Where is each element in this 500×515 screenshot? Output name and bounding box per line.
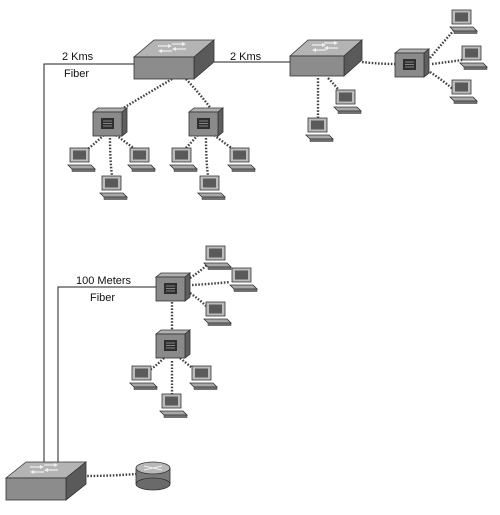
label-top-right-distance: 2 Kms <box>230 51 262 63</box>
label-mid-medium: Fiber <box>90 292 115 304</box>
copper-links <box>83 27 463 478</box>
fiber-link-mid <box>57 286 156 462</box>
label-top-left-distance: 2 Kms <box>62 51 94 63</box>
router-icon <box>135 461 171 491</box>
top-switch <box>132 39 216 80</box>
fiber-link-top <box>43 63 134 462</box>
right-switch <box>288 39 364 77</box>
bottom-switch <box>4 461 88 501</box>
label-mid-distance: 100 Meters <box>76 275 132 287</box>
label-top-left-medium: Fiber <box>64 68 89 80</box>
